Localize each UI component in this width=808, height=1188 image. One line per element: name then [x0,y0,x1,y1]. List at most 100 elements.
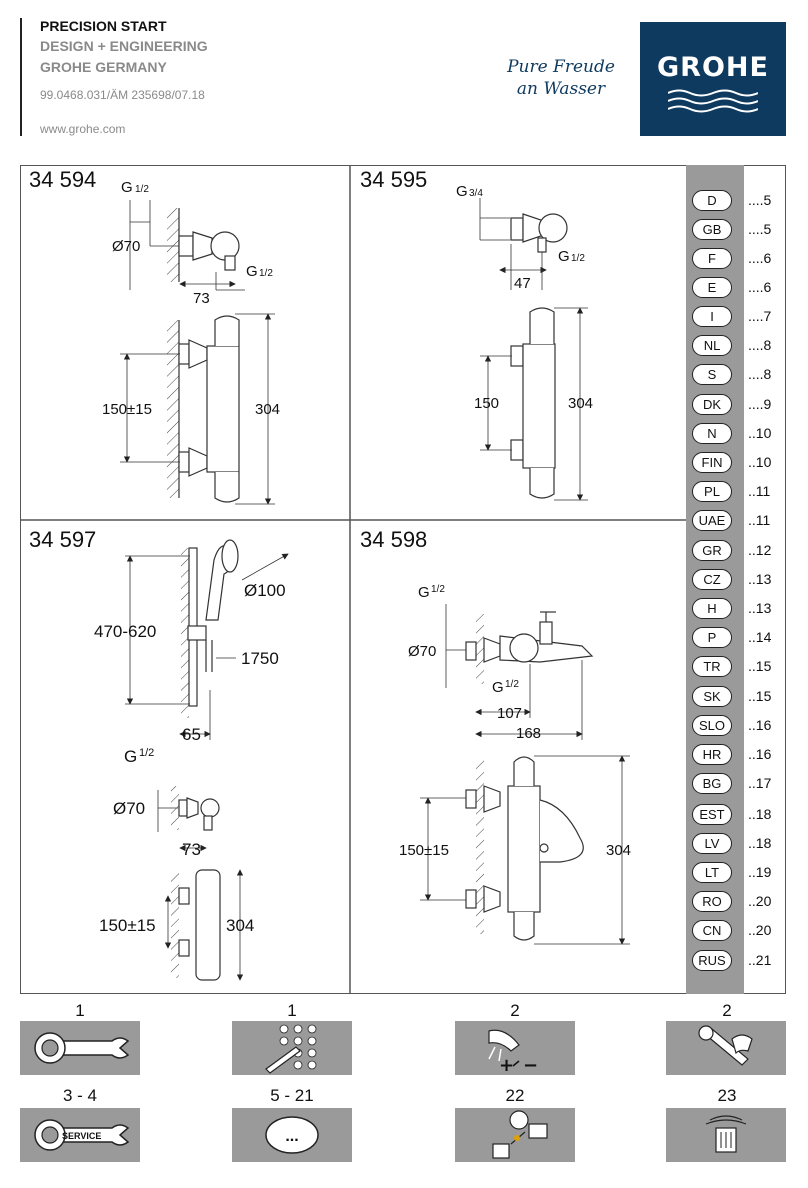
language-page-tr: ..15 [748,658,772,674]
language-page-bg: ..17 [748,775,772,791]
drawing-34594 [120,200,275,505]
diameter-label: Ø100 [244,581,286,600]
drawing-34598 [420,604,630,945]
tool-count-label: 23 [717,1086,737,1105]
grip-handle-icon [698,1025,753,1066]
tool-box-drill [232,1021,352,1075]
thread-fraction: 1/2 [505,679,519,690]
language-page-lt: ..19 [748,864,772,880]
spacing-label: 150±15 [399,842,449,859]
language-badge-slo[interactable]: SLO [692,715,732,736]
thread-label: G [492,679,504,696]
language-page-uae: ..11 [748,512,771,528]
language-badge-bg[interactable]: BG [692,773,732,794]
thread-fraction: 1/2 [135,184,149,195]
drawings-frame [20,165,786,994]
water-waves-icon [668,89,758,113]
language-badge-lt[interactable]: LT [692,862,732,883]
language-page-sk: ..15 [748,688,772,704]
language-page-cz: ..13 [748,571,772,587]
language-page-n: ..10 [748,425,772,441]
thread-fraction: 1/2 [259,268,273,279]
language-badge-rus[interactable]: RUS [692,950,732,971]
language-badge-dk[interactable]: DK [692,394,732,415]
logo-text: GROHE [657,52,769,83]
language-page-nl: ....8 [748,337,772,353]
height-label: 304 [568,395,593,412]
svg-text:+: + [499,1055,514,1075]
tool-count-label: 5 - 21 [270,1086,314,1105]
language-page-cn: ..20 [748,922,772,938]
wrench-icon [34,1032,130,1064]
language-page-i: ....7 [748,308,772,324]
diameter-label: Ø70 [408,643,436,660]
language-badge-sk[interactable]: SK [692,686,732,707]
tool-box-more: ... [232,1108,352,1162]
language-badge-pl[interactable]: PL [692,481,732,502]
language-page-d: ....5 [748,192,772,208]
cartridge-icon [492,1110,548,1159]
spacing-label: 150 [474,395,499,412]
drawing-34595 [479,198,588,501]
language-page-lv: ..18 [748,835,772,851]
drawing-34597 [125,539,289,981]
diameter-label: Ø70 [113,799,145,818]
language-badge-ro[interactable]: RO [692,891,732,912]
depth-label: 168 [516,725,541,742]
language-badge-d[interactable]: D [692,190,732,211]
slogan: Pure Freude an Wasser [496,56,626,100]
thread-label: G [246,263,258,280]
language-badge-e[interactable]: E [692,277,732,298]
range-label: 470-620 [94,622,156,641]
language-badge-lv[interactable]: LV [692,833,732,854]
tool-count-label: 22 [505,1086,525,1105]
language-page-h: ..13 [748,600,772,616]
depth-label: 47 [514,275,531,292]
language-badge-h[interactable]: H [692,598,732,619]
language-page-gb: ....5 [748,221,772,237]
panel-number: 34 598 [360,527,427,552]
thread-fraction: 1/2 [431,584,445,595]
language-page-dk: ....9 [748,396,772,412]
tool-box-wrench [20,1021,140,1075]
language-badge-i[interactable]: I [692,306,732,327]
language-badge-est[interactable]: EST [692,804,732,825]
depth-label: 73 [193,290,210,307]
language-badge-nl[interactable]: NL [692,335,732,356]
spacing-label: 150±15 [99,916,156,935]
language-page-f: ....6 [748,250,772,266]
language-badge-n[interactable]: N [692,423,732,444]
language-badge-f[interactable]: F [692,248,732,269]
language-badge-fin[interactable]: FIN [692,452,732,473]
language-badge-uae[interactable]: UAE [692,510,732,531]
tool-count-label: 2 [510,1001,520,1020]
language-badge-cn[interactable]: CN [692,920,732,941]
language-badge-p[interactable]: P [692,627,732,648]
tool-box-service: SERVICE [20,1108,140,1162]
language-badge-tr[interactable]: TR [692,656,732,677]
drill-bit-icon [265,1024,317,1074]
panel-number: 34 597 [29,527,96,552]
tool-box-cartridge [455,1108,575,1162]
service-wrench-icon: SERVICE [34,1119,130,1151]
company-line: GROHE GERMANY [40,59,167,75]
thread-label: G [558,248,570,265]
ellipsis-icon: ... [265,1116,319,1154]
language-badge-s[interactable]: S [692,364,732,385]
hose-length-label: 1750 [241,649,279,668]
language-page-pl: ..11 [748,483,771,499]
language-badge-cz[interactable]: CZ [692,569,732,590]
language-page-p: ..14 [748,629,772,645]
language-page-s: ....8 [748,366,772,382]
product-title: PRECISION START [40,18,167,34]
language-page-ro: ..20 [748,893,772,909]
panel-number: 34 594 [29,167,96,192]
language-badge-hr[interactable]: HR [692,744,732,765]
svg-text:−: − [523,1055,538,1075]
language-badge-gr[interactable]: GR [692,540,732,561]
height-label: 304 [226,916,254,935]
tool-count-label: 1 [75,1001,85,1020]
website-link[interactable]: www.grohe.com [40,122,126,136]
language-badge-gb[interactable]: GB [692,219,732,240]
